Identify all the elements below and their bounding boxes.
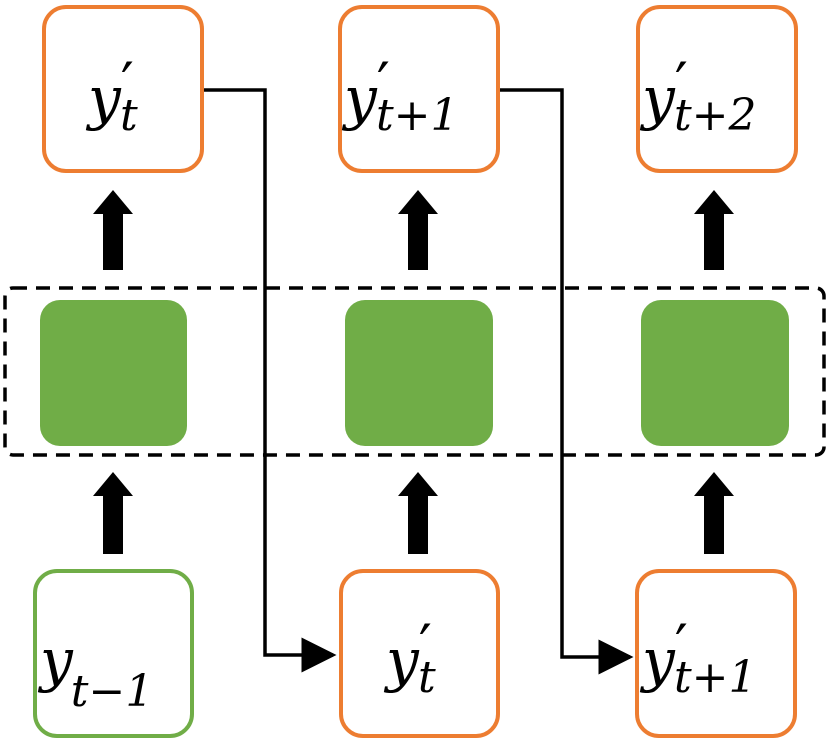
output-box-2 [338, 5, 500, 173]
arrow-cell3-to-output3 [694, 190, 734, 270]
output-box-1 [42, 5, 204, 173]
arrow-input2-to-cell2 [398, 472, 438, 554]
feedback-arrow-1 [203, 88, 337, 673]
recurrent-layer-dashed-border [3, 286, 826, 457]
input-box-2 [339, 569, 500, 738]
output-box-3 [636, 5, 798, 173]
input-box-1 [33, 569, 194, 738]
input-label-3: y′t+1 [639, 612, 757, 703]
output-label-2: y′t+1 [341, 50, 459, 141]
arrow-cell1-to-output1 [93, 190, 133, 270]
rnn-cell-1 [40, 300, 187, 446]
output-label-1: y′t [85, 50, 138, 141]
arrow-input1-to-cell1 [93, 472, 133, 554]
input-box-3 [635, 569, 797, 738]
arrow-cell2-to-output2 [398, 190, 438, 270]
input-label-1: yt−1 [37, 626, 153, 717]
output-label-3: y′t+2 [639, 50, 757, 141]
arrow-input3-to-cell3 [694, 472, 734, 554]
feedback-arrow-2 [497, 88, 634, 675]
rnn-cell-3 [641, 300, 789, 446]
input-label-2: y′t [383, 612, 436, 703]
rnn-cell-2 [345, 300, 493, 446]
